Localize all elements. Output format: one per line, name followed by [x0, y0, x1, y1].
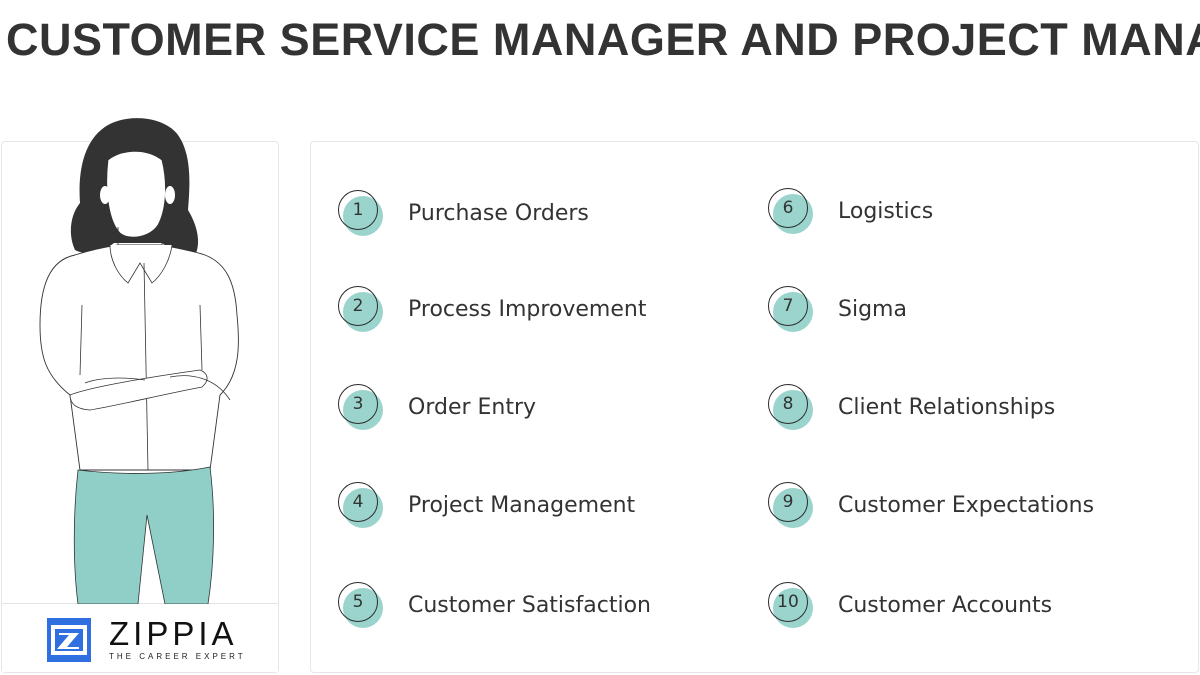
- skill-label: Process Improvement: [408, 296, 647, 322]
- number-badge: 9: [768, 482, 814, 528]
- skill-item: 4 Project Management: [338, 480, 635, 530]
- number-badge: 1: [338, 190, 384, 236]
- skill-item: 1 Purchase Orders: [338, 188, 589, 238]
- number-badge: 2: [338, 286, 384, 332]
- skill-label: Client Relationships: [838, 394, 1056, 420]
- skill-label: Purchase Orders: [408, 200, 589, 226]
- number-badge: 8: [768, 384, 814, 430]
- number-badge: 3: [338, 384, 384, 430]
- skill-label: Order Entry: [408, 394, 537, 420]
- page-title: CUSTOMER SERVICE MANAGER AND PROJECT MAN…: [6, 14, 1200, 65]
- skill-item: 7 Sigma: [768, 284, 907, 334]
- skill-item: 9 Customer Expectations: [768, 480, 1094, 530]
- skill-label: Sigma: [838, 296, 907, 322]
- woman-illustration-icon: [39, 118, 239, 604]
- skill-label: Customer Expectations: [838, 492, 1095, 518]
- skill-item: 8 Client Relationships: [768, 382, 1055, 432]
- skill-item: 10 Customer Accounts: [768, 580, 1052, 630]
- number-badge: 4: [338, 482, 384, 528]
- skill-label: Customer Accounts: [838, 592, 1053, 618]
- skill-label: Logistics: [838, 198, 934, 224]
- logo-tagline: THE CAREER EXPERT: [109, 652, 246, 661]
- number-badge: 6: [768, 188, 814, 234]
- skill-item: 6 Logistics: [768, 186, 933, 236]
- number-badge: 7: [768, 286, 814, 332]
- number-badge: 10: [768, 582, 814, 628]
- skill-item: 2 Process Improvement: [338, 284, 646, 334]
- skill-item: 5 Customer Satisfaction: [338, 580, 651, 630]
- skill-label: Customer Satisfaction: [408, 592, 651, 618]
- zippia-logo[interactable]: ZIPPIA THE CAREER EXPERT: [47, 615, 246, 662]
- zippia-z-icon: [47, 618, 91, 662]
- logo-name: ZIPPIA: [109, 615, 238, 652]
- skills-card: [310, 141, 1199, 673]
- skill-item: 3 Order Entry: [338, 382, 536, 432]
- number-badge: 5: [338, 582, 384, 628]
- skill-label: Project Management: [408, 492, 636, 518]
